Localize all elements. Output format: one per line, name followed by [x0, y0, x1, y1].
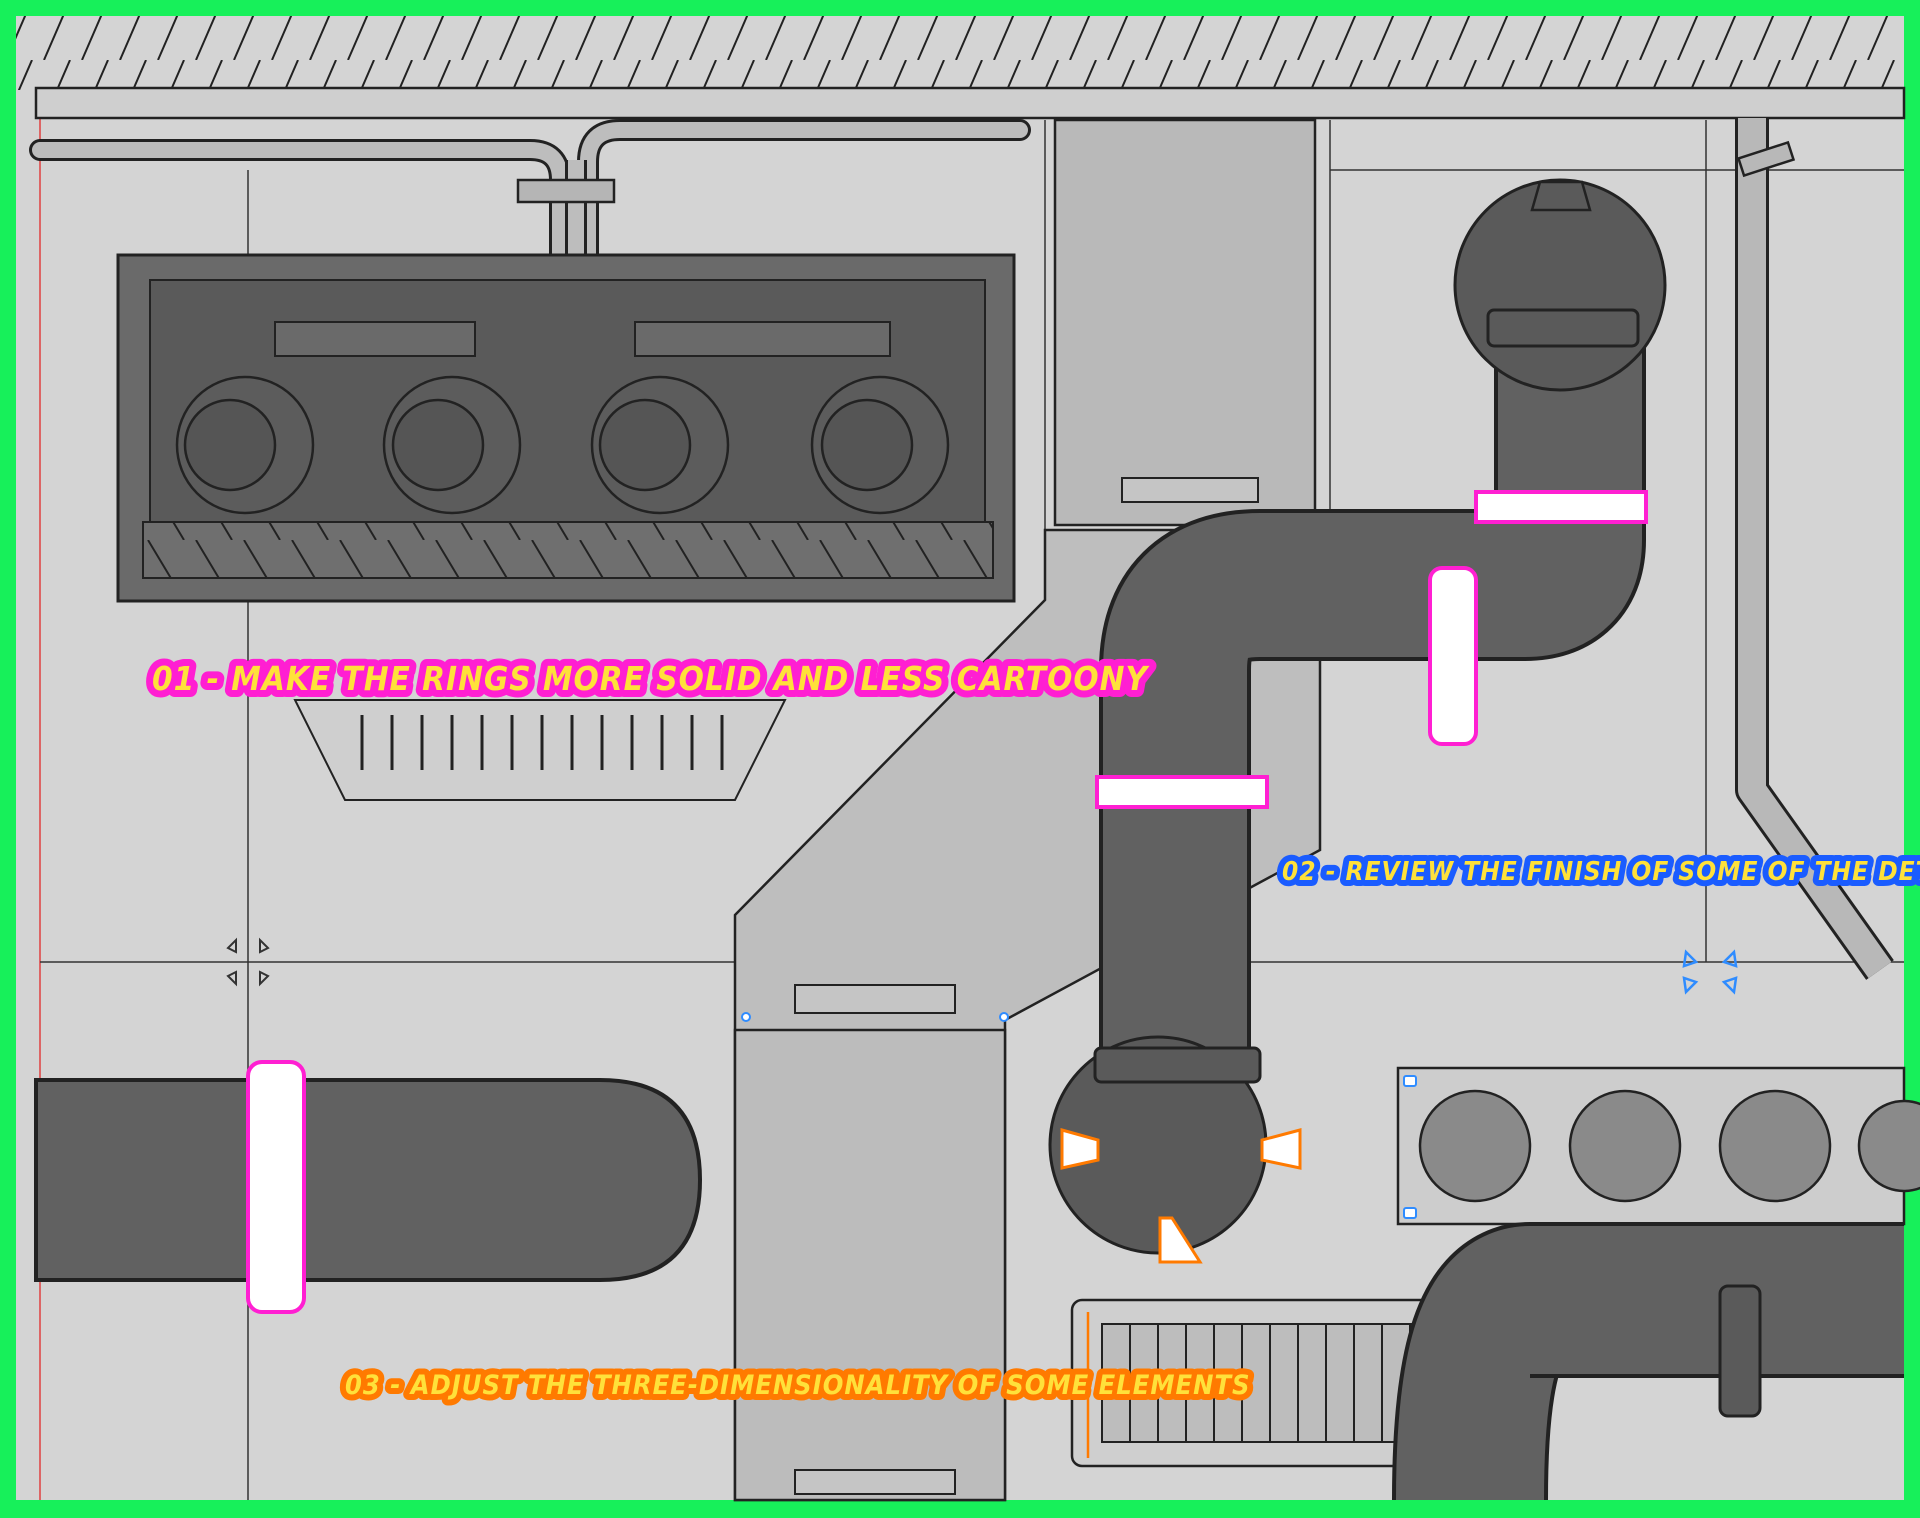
corner-crosshair-icon	[226, 937, 270, 987]
console-port-3	[590, 375, 730, 515]
console-panel	[116, 253, 1016, 603]
clamp-marker-left	[1060, 1128, 1100, 1170]
clamp-marker-right	[1260, 1128, 1302, 1170]
grille-vent-top	[293, 699, 787, 801]
right-conduit	[1735, 118, 1894, 980]
left-pipe	[34, 1060, 703, 1314]
ceiling-band	[16, 16, 1906, 120]
corner-crosshair-icon	[1682, 949, 1738, 995]
ring-marker-3	[1095, 775, 1269, 809]
console-port-2	[382, 375, 522, 515]
ring-marker-4	[246, 1060, 306, 1314]
bottom-right-pipe	[1392, 1222, 1904, 1501]
annotation-note-1: 01 - MAKE THE RINGS MORE SOLID AND LESS …	[152, 659, 1150, 698]
annotation-note-2: 02 - REVIEW THE FINISH OF SOME OF THE DE…	[1282, 857, 1920, 887]
console-port-1	[175, 375, 315, 515]
ring-marker-2	[1428, 566, 1478, 746]
console-port-4	[810, 375, 950, 515]
round-vent-panel	[1396, 1066, 1920, 1226]
s-pipe	[1048, 178, 1667, 1264]
ring-marker-1	[1474, 490, 1648, 524]
annotation-note-3: 03 - ADJUST THE THREE-DIMENSIONALITY OF …	[345, 1370, 1251, 1401]
clamp-marker-bottom	[1158, 1216, 1203, 1264]
grille-vent-bottom	[1070, 1298, 1458, 1468]
